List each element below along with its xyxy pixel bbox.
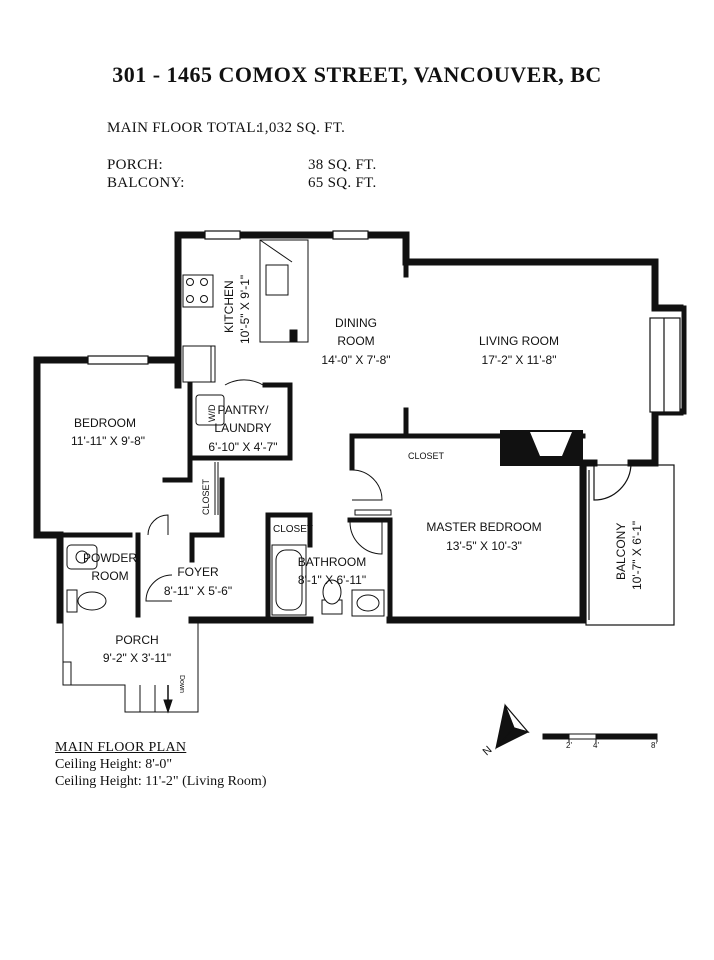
balcony-area-value: 65 SQ. FT. bbox=[308, 175, 377, 191]
powder-room-fixtures bbox=[66, 544, 107, 613]
notes-heading: MAIN FLOOR PLAN bbox=[55, 740, 187, 755]
scale-tick-8: 8' bbox=[651, 741, 657, 750]
master-name: MASTER BEDROOM bbox=[426, 520, 541, 534]
master-closet-label: CLOSET bbox=[408, 451, 445, 461]
foyer-closet-label: CLOSET bbox=[201, 478, 211, 515]
porch-outline bbox=[62, 620, 199, 714]
plan-title: 301 - 1465 COMOX STREET, VANCOUVER, BC bbox=[112, 62, 602, 87]
compass-letter: N bbox=[481, 744, 495, 758]
bedroom-dims: 11'-11" X 9'-8" bbox=[71, 434, 145, 448]
porch-area-label: PORCH: bbox=[107, 157, 163, 173]
scale-tick-2: 2' bbox=[566, 741, 572, 750]
bathroom-fixtures bbox=[271, 544, 385, 617]
pantry-dims: 6'-10" X 4'-7" bbox=[208, 440, 277, 454]
scale-tick-4: 4' bbox=[593, 741, 599, 750]
balcony-dims: 10'-7" X 6'-1" bbox=[630, 521, 644, 590]
bathroom-name: BATHROOM bbox=[298, 555, 366, 569]
kitchen-dims: 10'-5" X 9'-1" bbox=[238, 275, 252, 344]
room-labels: KITCHEN 10'-5" X 9'-1" DINING ROOM 14'-0… bbox=[71, 275, 644, 693]
scale-bar: 2' 4' 8' bbox=[542, 733, 658, 750]
dining-name-1: DINING bbox=[335, 316, 377, 330]
wd-label: W/D bbox=[207, 404, 217, 422]
interior-walls bbox=[57, 259, 586, 623]
pantry-fixtures bbox=[195, 379, 264, 515]
stairs-down-label: Down bbox=[178, 675, 185, 693]
north-compass: N bbox=[481, 703, 530, 758]
plan-notes: MAIN FLOOR PLAN Ceiling Height: 8'-0" Ce… bbox=[55, 739, 266, 790]
porch-area-value: 38 SQ. FT. bbox=[308, 157, 377, 173]
foyer-name: FOYER bbox=[177, 565, 219, 579]
balcony-name: BALCONY bbox=[614, 523, 628, 580]
pantry-name-1: PANTRY/ bbox=[218, 403, 270, 417]
windows bbox=[87, 230, 681, 413]
balcony-area-label: BALCONY: bbox=[107, 175, 185, 191]
powder-name-2: ROOM bbox=[91, 569, 128, 583]
main-floor-total-value: 1,032 SQ. FT. bbox=[257, 120, 346, 136]
bathroom-dims: 8'-1" X 6'-11" bbox=[298, 573, 366, 587]
ceiling-height-living: Ceiling Height: 11'-2" (Living Room) bbox=[55, 774, 267, 789]
door-swings bbox=[145, 469, 392, 602]
bedroom-name: BEDROOM bbox=[74, 416, 136, 430]
master-dims: 13'-5" X 10'-3" bbox=[446, 539, 522, 553]
porch-dims: 9'-2" X 3'-11" bbox=[103, 651, 171, 665]
foyer-dims: 8'-11" X 5'-6" bbox=[164, 584, 232, 598]
living-dims: 17'-2" X 11'-8" bbox=[482, 353, 557, 367]
dining-name-2: ROOM bbox=[337, 334, 374, 348]
powder-name-1: POWDER bbox=[83, 551, 137, 565]
pantry-name-2: LAUNDRY bbox=[214, 421, 271, 435]
bath-closet-label: CLOSET bbox=[273, 524, 313, 535]
living-name: LIVING ROOM bbox=[479, 334, 559, 348]
main-floor-total-label: MAIN FLOOR TOTAL: bbox=[107, 120, 261, 136]
kitchen-name: KITCHEN bbox=[222, 280, 236, 333]
porch-name: PORCH bbox=[115, 633, 158, 647]
kitchen-appliances bbox=[182, 239, 309, 383]
fireplace bbox=[500, 430, 583, 466]
dining-dims: 14'-0" X 7'-8" bbox=[321, 353, 390, 367]
ceiling-height-main: Ceiling Height: 8'-0" bbox=[55, 757, 173, 772]
balcony-outline bbox=[585, 462, 675, 626]
